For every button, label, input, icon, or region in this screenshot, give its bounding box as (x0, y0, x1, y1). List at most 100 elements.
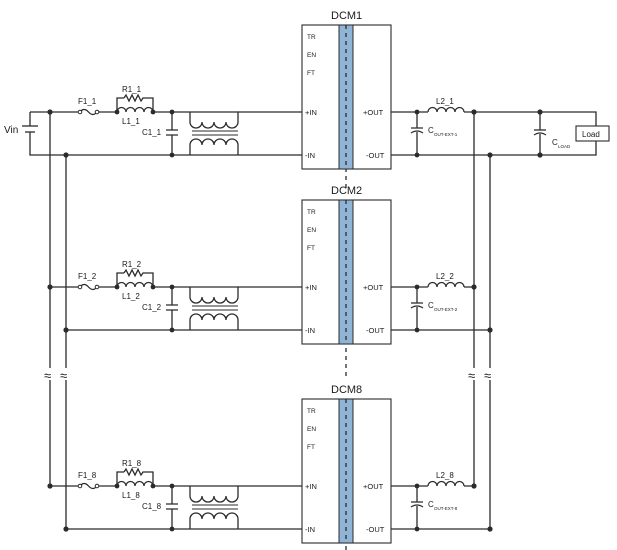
junction-dot (169, 152, 175, 158)
inductor-out-symbol (427, 281, 465, 288)
junction-dot (414, 152, 420, 158)
junction-dot (414, 526, 420, 532)
junction-dot (169, 327, 175, 333)
load-label: Load (582, 130, 600, 139)
inductor-in-label: L1_8 (122, 491, 140, 500)
fuse-terminal (77, 284, 83, 290)
cap-out-symbol (410, 486, 424, 529)
junction-dot (63, 526, 69, 532)
cap-in-label: C1_2 (142, 303, 162, 312)
cap-out-label: C (428, 126, 434, 135)
output-bus: ≈ ≈ C LOAD Load (468, 109, 610, 529)
cload-label: C (552, 138, 558, 147)
junction-dot (169, 526, 175, 532)
choke-core (192, 130, 238, 136)
inductor-out-label: L2_1 (436, 97, 454, 106)
inductor-in-symbol (116, 480, 154, 487)
inductor-in-symbol (116, 281, 154, 288)
pin-out-neg: -OUT (366, 525, 385, 534)
cap-out-subscript: OUT-EXT-1 (434, 132, 458, 137)
fuse-symbol (79, 108, 98, 116)
junction-dot (487, 526, 493, 532)
input-bus: ≈ ≈ Vin (4, 111, 67, 529)
cap-out-symbol (410, 112, 424, 155)
load-box (575, 125, 610, 142)
dcm-title: DCM1 (331, 10, 362, 22)
inductor-in-label: L1_2 (122, 292, 140, 301)
pin-in-neg: -IN (305, 326, 315, 335)
pin-out-neg: -OUT (366, 326, 385, 335)
resistor-lead (116, 471, 124, 486)
junction-dot (150, 109, 156, 115)
cap-in-symbol (166, 287, 178, 330)
vin-label: Vin (4, 125, 18, 136)
cap-in-symbol (166, 112, 178, 155)
pin-out-pos: +OUT (363, 108, 384, 117)
cap-in-symbol (166, 486, 178, 529)
inductor-out-symbol (427, 480, 465, 487)
fuse-label: F1_8 (78, 471, 97, 480)
pin-ft: FT (307, 70, 315, 77)
choke-core (192, 504, 238, 510)
junction-dot (47, 284, 53, 290)
fuse-terminal (77, 109, 83, 115)
fuse-symbol (79, 482, 98, 490)
inductor-out-label: L2_2 (436, 272, 454, 281)
inductor-out-symbol (427, 106, 465, 113)
pin-out-pos: +OUT (363, 482, 384, 491)
pin-in-neg: -IN (305, 525, 315, 534)
dcm-title: DCM2 (331, 185, 362, 197)
neg-rail (66, 519, 302, 530)
transformer-feed (189, 111, 239, 122)
bus-break-mark: ≈ (468, 368, 475, 383)
resistor-lead (116, 272, 124, 287)
choke-core (192, 305, 238, 311)
bus-break-mark: ≈ (44, 368, 51, 383)
fuse-symbol (79, 283, 98, 291)
resistor-symbol (123, 467, 154, 486)
fuse-label: F1_1 (78, 97, 97, 106)
fuse-terminal (94, 284, 100, 290)
choke-coil-bottom (189, 138, 239, 146)
junction-dot (414, 483, 420, 489)
cap-out-symbol (410, 287, 424, 330)
junction-dot (414, 284, 420, 290)
junction-dot (487, 152, 493, 158)
resistor-label: R1_8 (122, 459, 142, 468)
junction-dot (414, 109, 420, 115)
junction-dot (471, 284, 477, 290)
resistor-symbol (123, 268, 154, 287)
pin-en: EN (307, 426, 316, 433)
choke-coil-top (189, 296, 239, 304)
junction-dot (114, 284, 120, 290)
fuse-terminal (94, 109, 100, 115)
cap-out-subscript: OUT-EXT-2 (434, 307, 458, 312)
load-pos-rail (474, 111, 597, 126)
fuse-terminal (77, 483, 83, 489)
junction-dot (169, 284, 175, 290)
inductor-out-label: L2_8 (436, 471, 454, 480)
neg-rail (66, 145, 302, 156)
pin-out-neg: -OUT (366, 151, 385, 160)
load-neg-rail (490, 141, 597, 156)
junction-dot (114, 483, 120, 489)
junction-dot (114, 109, 120, 115)
junction-dot (150, 483, 156, 489)
junction-dot (169, 483, 175, 489)
choke-coil-top (189, 495, 239, 503)
junction-dot (471, 109, 477, 115)
junction-dot (47, 109, 53, 115)
pin-in-pos: +IN (305, 283, 317, 292)
module-stages: F1_1L1_1R1_1C1_1DCM1TRENFT+IN-IN+OUT-OUT… (47, 10, 493, 544)
cap-in-label: C1_1 (142, 128, 162, 137)
fuse-terminal (94, 483, 100, 489)
junction-dot (471, 483, 477, 489)
choke-coil-bottom (189, 313, 239, 321)
pin-in-neg: -IN (305, 151, 315, 160)
junction-dot (169, 109, 175, 115)
junction-dot (150, 284, 156, 290)
pin-in-pos: +IN (305, 482, 317, 491)
vin-bottom-lead (29, 132, 66, 156)
